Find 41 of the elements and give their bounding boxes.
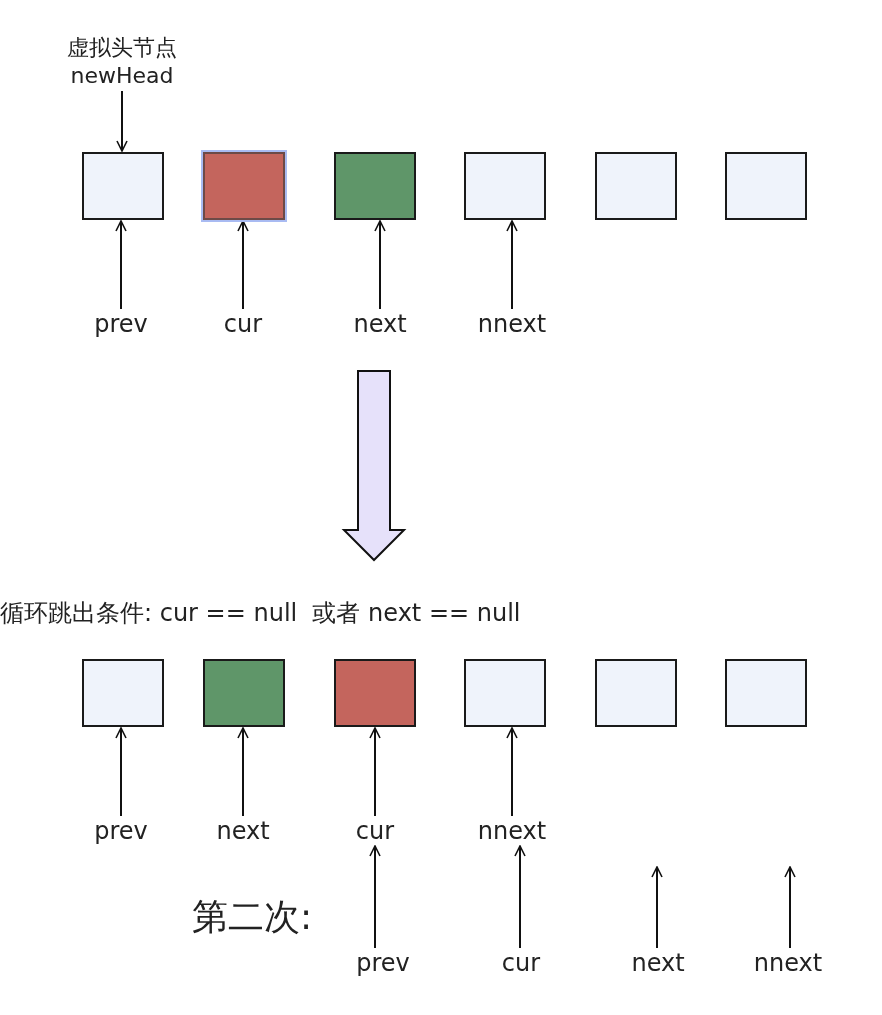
pointer-label: nnext [477, 310, 547, 338]
arrow [651, 866, 663, 949]
list-node-box [464, 659, 546, 727]
arrow [115, 220, 127, 310]
pointer-label: prev [94, 310, 148, 338]
list-node-box [725, 152, 807, 220]
list-node-box [82, 152, 164, 220]
list-node-box [334, 152, 416, 220]
list-node-box [464, 152, 546, 220]
list-node-box [203, 659, 285, 727]
arrow [237, 220, 249, 310]
list-node-box [203, 152, 285, 220]
condition-note: 循环跳出条件: cur == null 或者 next == null [0, 598, 521, 629]
pointer-label: prev [356, 949, 410, 977]
arrow [115, 727, 127, 817]
pointer-label: next [216, 817, 270, 845]
pointer-label: newHead [69, 62, 175, 90]
arrow [374, 220, 386, 310]
pointer-label: nnext [477, 817, 547, 845]
arrow [237, 727, 249, 817]
list-node-box [595, 659, 677, 727]
pointer-label: 虚拟头节点 [67, 34, 177, 62]
pointer-label: cur [501, 949, 541, 977]
pointer-label: prev [94, 817, 148, 845]
arrow [784, 866, 796, 949]
arrow [369, 845, 381, 949]
pointer-label: next [631, 949, 685, 977]
arrow [506, 727, 518, 817]
arrow [506, 220, 518, 310]
list-node-box [595, 152, 677, 220]
list-node-box [725, 659, 807, 727]
pointer-label: cur [223, 310, 263, 338]
step-heading: 第二次: [192, 895, 313, 939]
arrow [369, 727, 381, 817]
list-node-box [334, 659, 416, 727]
arrow [116, 90, 128, 152]
pointer-label: cur [355, 817, 395, 845]
arrow [514, 845, 526, 949]
list-node-box [82, 659, 164, 727]
pointer-label: nnext [753, 949, 823, 977]
pointer-label: next [353, 310, 407, 338]
